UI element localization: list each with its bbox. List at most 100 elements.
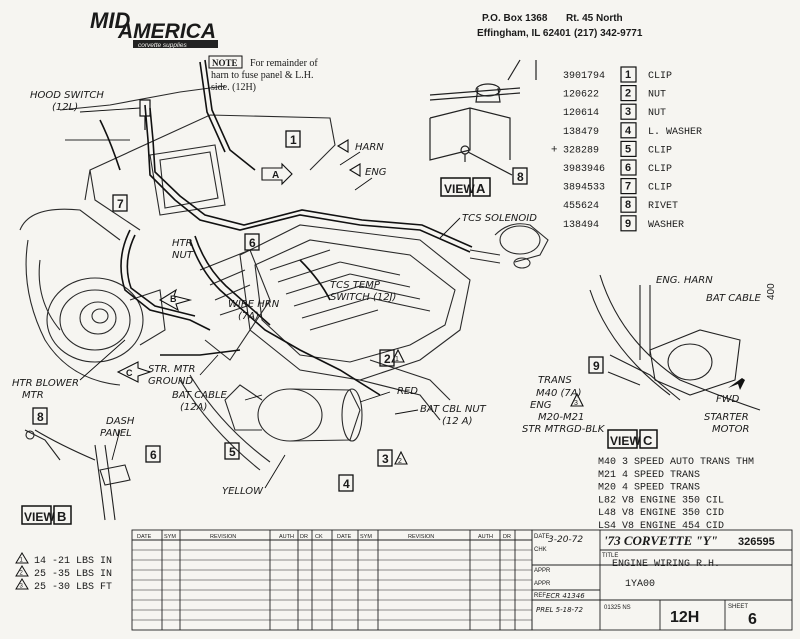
view-a-word: VIEW — [444, 182, 475, 196]
option-line: L82 V8 ENGINE 350 CIL — [598, 495, 724, 506]
str-mtr-label: STR. MTR — [148, 364, 195, 375]
panel-label: PANEL — [100, 428, 132, 439]
m20-m21-label: M20-M21 — [538, 412, 584, 423]
callout-3: 3 — [382, 452, 389, 466]
yellow-label: YELLOW — [222, 486, 264, 497]
rev-header: DR — [503, 534, 511, 540]
view-arrows — [116, 162, 293, 383]
part-ref-box — [620, 215, 637, 232]
tb-appr-1: APPR — [534, 568, 551, 574]
part-name: NUT — [648, 90, 666, 101]
part-name: CLIP — [648, 71, 672, 82]
part-ref: 5 — [625, 143, 631, 155]
part-ref: 1 — [625, 69, 631, 81]
bat-cable-ref: (12A) — [180, 402, 207, 413]
torque-sym: 1 — [20, 558, 24, 564]
part-ref-box — [620, 159, 637, 176]
part-number: 120622 — [563, 90, 599, 101]
part-number: 138494 — [563, 220, 599, 231]
red-label: RED — [397, 386, 418, 397]
part-ref-box — [620, 103, 637, 120]
rev-header: SYM — [360, 534, 372, 540]
rev-header: AUTH — [279, 534, 294, 540]
part-number: 328289 — [563, 145, 599, 156]
part-number: 455624 — [563, 201, 599, 212]
torque-value: 25 -35 LBS IN — [34, 569, 112, 580]
callout-1: 1 — [290, 133, 297, 147]
view-a-detail — [429, 59, 537, 176]
torque-triangle — [15, 565, 29, 577]
callout-6-main: 6 — [249, 236, 256, 250]
str-mtr-label-2: GROUND — [148, 376, 193, 387]
view-a-letter: A — [476, 181, 486, 196]
callout-7: 7 — [117, 197, 124, 211]
tb-title-label: TITLE — [602, 553, 618, 559]
part-name: CLIP — [648, 164, 672, 175]
po-box: P.O. Box 1368 — [482, 13, 548, 24]
phone: (217) 342-9771 — [574, 28, 643, 39]
callout-boxes — [32, 130, 604, 492]
fwd-arrow — [728, 378, 745, 390]
note-line2: harn to fuse panel & L.H. — [211, 70, 313, 81]
tb-checked: CHK — [534, 547, 547, 553]
part-ref-box — [620, 66, 637, 83]
view-b-letter: B — [57, 509, 66, 524]
tb-ref-value: ECR 41346 — [546, 592, 585, 600]
part-ref-box — [620, 84, 637, 102]
rev-header: DATE — [337, 534, 352, 540]
hood-switch-label: HOOD SWITCH — [30, 90, 104, 101]
view-c-letter: C — [643, 433, 653, 448]
part-ref-box — [620, 178, 637, 195]
logo-top: MID — [90, 8, 130, 33]
tb-title-line1: ENGINE WIRING R.H. — [612, 559, 720, 570]
arrow-c-letter: C — [126, 368, 133, 378]
callout-6-b: 6 — [150, 448, 157, 462]
view-b-detail — [24, 429, 131, 521]
rev-header: DR — [300, 534, 308, 540]
htr-blower-label: HTR BLOWER — [12, 378, 79, 389]
view-c-detail — [589, 274, 761, 411]
tb-drawing-number: 326595 — [738, 536, 775, 548]
part-ref: 3 — [625, 106, 631, 118]
tcs-solenoid-label: TCS SOLENOID — [462, 213, 537, 224]
torque-value: 14 -21 LBS IN — [34, 556, 112, 567]
arrow-b-letter: B — [170, 294, 177, 304]
hood-switch-part — [139, 99, 151, 130]
option-line: M40 3 SPEED AUTO TRANS THM — [598, 457, 754, 468]
part-number: 120614 — [563, 108, 599, 119]
option-line: L48 V8 ENGINE 350 CID — [598, 508, 724, 519]
tb-sheet-label: SHEET — [728, 604, 748, 610]
htr-nut-label: HTR — [172, 238, 193, 249]
wire-harn-ref: (7A) — [238, 311, 259, 322]
rev-header: CK — [315, 534, 323, 540]
starter-label: STARTER — [704, 412, 749, 423]
eng-harn-label: ENG. HARN — [656, 275, 713, 286]
callout-8-a: 8 — [517, 170, 524, 184]
callout-4: 4 — [343, 477, 350, 491]
motor-label: MOTOR — [712, 424, 749, 435]
tb-sheet-value: 6 — [748, 611, 757, 628]
part-ref: 9 — [625, 218, 631, 230]
bat-cable-c-label: BAT CABLE — [706, 293, 762, 304]
logo-bottom: AMERICA — [117, 20, 216, 43]
part-ref: 2 — [625, 88, 631, 100]
tb-date-value: 3-20-72 — [548, 535, 583, 545]
tcs-temp-label-2: SWITCH (12J) — [330, 292, 396, 303]
torque-sym: 3 — [20, 584, 24, 590]
tb-sht-code: 01325 NS — [604, 605, 631, 611]
harn-label: HARN — [355, 142, 384, 153]
rev-header: DATE — [137, 534, 152, 540]
part-name: L. WASHER — [648, 127, 702, 138]
part-name: NUT — [648, 108, 666, 119]
part-ref: 6 — [625, 162, 631, 174]
dash-label: DASH — [106, 416, 135, 427]
torque-triangle — [15, 552, 29, 564]
rev-header: REVISION — [408, 534, 434, 540]
leader-lines — [79, 107, 461, 489]
mid-america-logo: MID AMERICA corvette supplies — [90, 8, 218, 49]
tcs-temp-label: TCS TEMP — [330, 280, 381, 291]
part-name: RIVET — [648, 201, 678, 212]
